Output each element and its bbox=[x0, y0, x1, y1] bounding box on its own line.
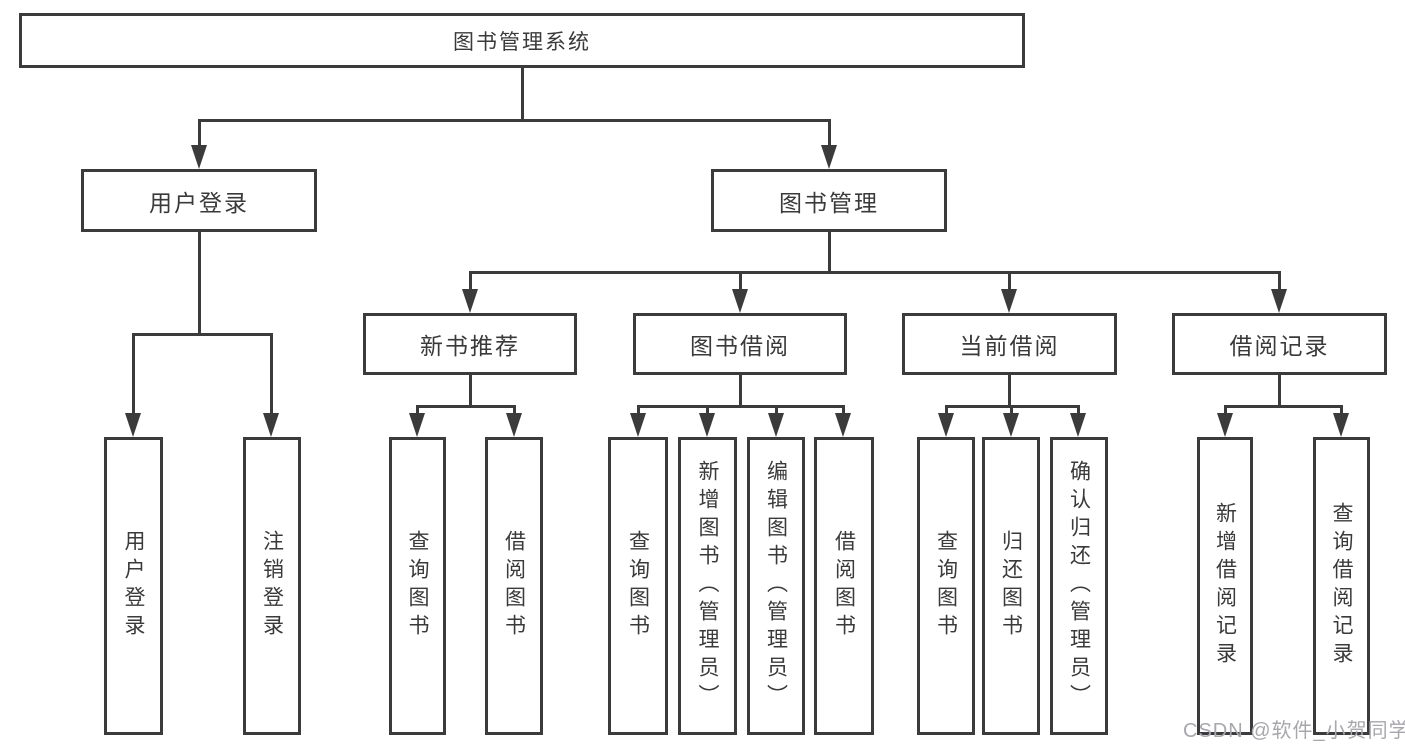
connector-line bbox=[1278, 271, 1281, 293]
node-user-login: 用户登录 bbox=[81, 169, 317, 232]
arrow-down-icon bbox=[409, 413, 425, 437]
node-label: 图书管理 bbox=[779, 189, 879, 216]
node-label: 查询图书 bbox=[626, 530, 650, 642]
node-label: 借阅记录 bbox=[1229, 333, 1330, 359]
connector-line bbox=[1077, 405, 1080, 417]
connector-line bbox=[416, 405, 419, 417]
connector-line bbox=[637, 405, 640, 417]
connector-line bbox=[1008, 375, 1011, 408]
arrow-down-icon bbox=[462, 289, 478, 313]
leaf-return-books: 归还图书 bbox=[982, 437, 1040, 735]
leaf-add-borrow-record: 新增借阅记录 bbox=[1197, 437, 1253, 735]
connector-line bbox=[828, 119, 831, 149]
arrow-down-icon bbox=[768, 413, 784, 437]
leaf-query-borrow-record: 查询借阅记录 bbox=[1313, 437, 1370, 735]
arrow-down-icon bbox=[938, 413, 954, 437]
leaf-logout: 注销登录 bbox=[243, 437, 301, 735]
node-label: 图书管理系统 bbox=[453, 30, 591, 54]
connector-line bbox=[1278, 375, 1281, 408]
arrow-down-icon bbox=[1070, 413, 1086, 437]
node-label: 用户登录 bbox=[122, 530, 145, 642]
node-borrowing-records: 借阅记录 bbox=[1172, 313, 1387, 375]
node-label: 借阅图书 bbox=[502, 530, 526, 642]
node-book-borrowing: 图书借阅 bbox=[633, 313, 847, 375]
connector-line bbox=[1010, 405, 1013, 417]
arrow-down-icon bbox=[506, 413, 522, 437]
connector-line bbox=[739, 375, 742, 408]
node-label: 图书借阅 bbox=[690, 333, 790, 359]
csdn-watermark: CSDN @软件_小贺同学 bbox=[1183, 720, 1405, 742]
arrow-down-icon bbox=[699, 413, 715, 437]
arrow-down-icon bbox=[263, 413, 279, 437]
arrow-down-icon bbox=[835, 413, 851, 437]
arrow-down-icon bbox=[125, 413, 141, 437]
node-label: 确认归还（管理员） bbox=[1067, 460, 1091, 712]
node-label: 查询图书 bbox=[406, 530, 429, 642]
arrow-down-icon bbox=[732, 289, 748, 313]
node-label: 查询图书 bbox=[934, 530, 958, 642]
arrow-down-icon bbox=[1001, 289, 1017, 313]
connector-line bbox=[198, 119, 201, 149]
node-current-borrowing: 当前借阅 bbox=[902, 313, 1117, 375]
connector-line bbox=[637, 405, 844, 408]
connector-line bbox=[132, 333, 273, 336]
node-label: 编辑图书（管理员） bbox=[764, 460, 788, 712]
node-new-book-recommendation: 新书推荐 bbox=[363, 313, 577, 375]
node-label: 归还图书 bbox=[999, 530, 1023, 642]
arrow-down-icon bbox=[630, 413, 646, 437]
leaf-query-books-recommend: 查询图书 bbox=[389, 437, 446, 735]
connector-line bbox=[945, 405, 948, 417]
leaf-user-login: 用户登录 bbox=[104, 437, 163, 735]
arrow-down-icon bbox=[191, 145, 207, 169]
connector-line bbox=[739, 271, 742, 293]
leaf-borrow-books: 借阅图书 bbox=[814, 437, 874, 735]
node-label: 新书推荐 bbox=[420, 333, 520, 359]
connector-line bbox=[842, 405, 845, 417]
connector-line bbox=[198, 232, 201, 336]
leaf-query-books-borrowing: 查询图书 bbox=[608, 437, 668, 735]
connector-line bbox=[513, 405, 516, 417]
connector-line bbox=[469, 271, 1281, 274]
arrow-down-icon bbox=[1271, 289, 1287, 313]
leaf-edit-book-admin: 编辑图书（管理员） bbox=[747, 437, 805, 735]
node-label: 用户登录 bbox=[149, 189, 249, 216]
connector-line bbox=[469, 271, 472, 293]
leaf-add-book-admin: 新增图书（管理员） bbox=[678, 437, 737, 735]
connector-line bbox=[1224, 405, 1341, 408]
connector-line bbox=[1224, 405, 1227, 417]
connector-line bbox=[198, 119, 830, 122]
node-label: 当前借阅 bbox=[959, 333, 1060, 359]
connector-line bbox=[775, 405, 778, 417]
arrow-down-icon bbox=[1333, 413, 1349, 437]
arrow-down-icon bbox=[821, 145, 837, 169]
leaf-confirm-return-admin: 确认归还（管理员） bbox=[1050, 437, 1108, 735]
node-label: 新增图书（管理员） bbox=[696, 460, 719, 712]
connector-line bbox=[416, 405, 516, 408]
node-book-management: 图书管理 bbox=[711, 169, 947, 232]
node-label: 新增借阅记录 bbox=[1213, 502, 1237, 670]
node-library-management-system: 图书管理系统 bbox=[19, 13, 1025, 68]
connector-line bbox=[1008, 271, 1011, 293]
connector-line bbox=[469, 375, 472, 408]
node-label: 查询借阅记录 bbox=[1330, 502, 1353, 670]
connector-line bbox=[132, 333, 135, 415]
node-label: 注销登录 bbox=[260, 530, 284, 642]
node-label: 借阅图书 bbox=[832, 530, 856, 642]
leaf-borrow-books-recommend: 借阅图书 bbox=[485, 437, 543, 735]
connector-line bbox=[1340, 405, 1343, 417]
connector-line bbox=[521, 68, 524, 121]
connector-line bbox=[706, 405, 709, 417]
leaf-query-books-current: 查询图书 bbox=[917, 437, 975, 735]
connector-line bbox=[270, 333, 273, 415]
connector-line bbox=[828, 232, 831, 274]
arrow-down-icon bbox=[1217, 413, 1233, 437]
arrow-down-icon bbox=[1003, 413, 1019, 437]
